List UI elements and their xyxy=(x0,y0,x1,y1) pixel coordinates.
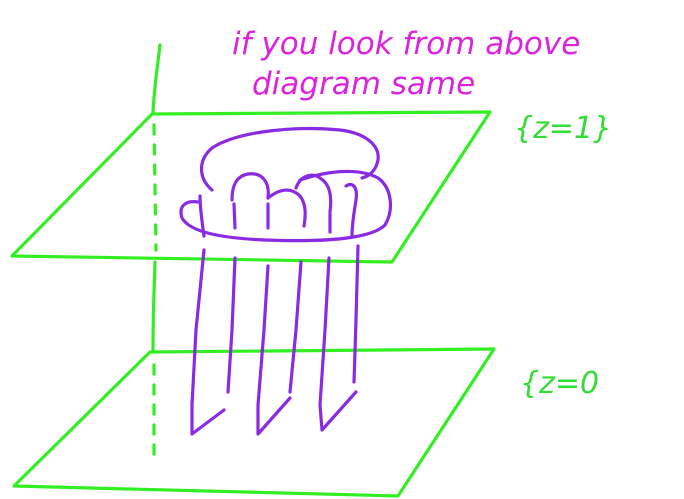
braid-strand-4 xyxy=(288,260,303,394)
plane-z0-label: {z=0 xyxy=(520,366,599,401)
plane-z1-label: {z=1} xyxy=(514,111,612,146)
braid-strand-3 xyxy=(256,264,292,436)
braid-strand-2 xyxy=(226,256,237,394)
braid-top-left-hook xyxy=(198,194,206,238)
plane-z0 xyxy=(12,347,496,498)
braid-top-inner-loop xyxy=(199,126,380,192)
braid-strand-6 xyxy=(352,244,360,384)
braid-strand-5 xyxy=(318,256,358,432)
plane-z1 xyxy=(10,110,492,264)
z-axis-upper xyxy=(151,43,162,114)
braid-strand-1 xyxy=(190,248,226,436)
braid-top-crossing-2 xyxy=(294,173,333,214)
z-axis-dashed-upper xyxy=(152,123,158,252)
braid-stub-1 xyxy=(232,202,237,230)
braid-top-crossing-4 xyxy=(344,182,358,238)
braid-top-crossing-3 xyxy=(266,188,307,228)
z-axis-middle xyxy=(151,260,157,352)
braid-top-outer-loop xyxy=(179,169,393,243)
annotation-line-1: if you look from above xyxy=(232,26,580,62)
annotation-line-2: diagram same xyxy=(252,66,475,102)
braid-top-crossing-1 xyxy=(230,172,270,202)
